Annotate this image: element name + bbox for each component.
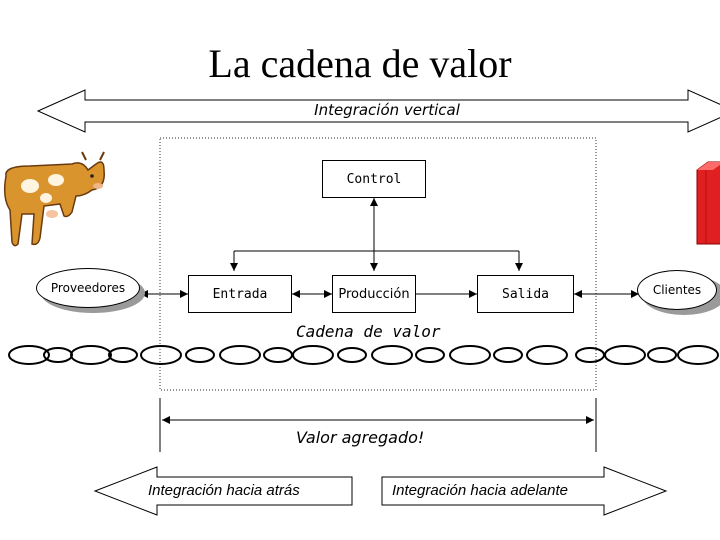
value-chain-frame	[159, 137, 597, 391]
backward-integration-label: Integración hacia atrás	[148, 482, 300, 499]
produccion-box: Producción	[332, 275, 416, 313]
page-title: La cadena de valor	[208, 41, 512, 86]
proveedores-oval: Proveedores	[36, 268, 140, 308]
valor-agregado-label: Valor agregado!	[296, 428, 425, 447]
forward-integration-label: Integración hacia adelante	[392, 482, 568, 499]
vertical-integration-label: Integración vertical	[314, 101, 460, 119]
product-box-icon	[696, 161, 720, 245]
control-box: Control	[322, 160, 426, 198]
clientes-oval: Clientes	[637, 270, 717, 310]
value-added-span	[159, 398, 597, 452]
forward-integration-arrow	[381, 466, 668, 516]
backward-integration-arrow	[93, 466, 353, 516]
entrada-box: Entrada	[188, 275, 292, 313]
cow-icon	[3, 151, 105, 247]
chain-icon	[8, 345, 719, 365]
cadena-de-valor-label: Cadena de valor	[296, 322, 441, 341]
connectors	[140, 198, 639, 298]
salida-box: Salida	[477, 275, 574, 313]
vertical-integration-arrow	[36, 89, 720, 133]
